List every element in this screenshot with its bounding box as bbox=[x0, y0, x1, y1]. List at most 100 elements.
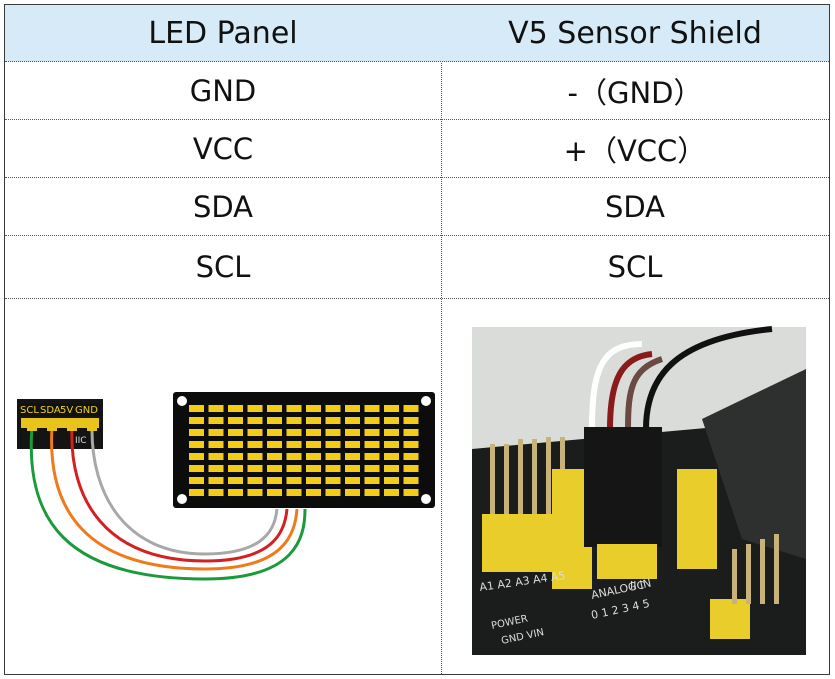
led-dot bbox=[325, 429, 341, 436]
led-dot bbox=[228, 417, 243, 424]
led-dot bbox=[208, 453, 224, 460]
led-dot bbox=[345, 465, 360, 472]
led-dot bbox=[189, 465, 204, 472]
led-dot bbox=[189, 405, 204, 412]
led-dot bbox=[189, 453, 204, 460]
wire-grey bbox=[90, 426, 279, 556]
led-dot bbox=[325, 489, 341, 496]
sensor-shield-photo: A1 A2 A3 A4 A5 IIC ANALOG IN 0 1 2 3 4 5… bbox=[472, 326, 806, 655]
led-dot bbox=[189, 417, 204, 424]
header-tag-iic: IIC bbox=[75, 436, 87, 446]
pin-label-gnd: GND bbox=[75, 405, 98, 416]
led-dot bbox=[267, 441, 282, 448]
led-dot bbox=[228, 405, 243, 412]
led-dot bbox=[345, 429, 360, 436]
led-dot bbox=[208, 405, 224, 412]
led-dot bbox=[286, 429, 302, 436]
led-dot bbox=[384, 429, 399, 436]
led-dot bbox=[306, 441, 321, 448]
led-dot bbox=[208, 417, 224, 424]
column-divider bbox=[441, 5, 442, 674]
led-dot bbox=[267, 465, 282, 472]
led-dot bbox=[228, 477, 243, 484]
silk-label-iic: IIC bbox=[630, 579, 644, 592]
led-dot bbox=[228, 429, 243, 436]
led-dot bbox=[189, 441, 204, 448]
led-dot bbox=[286, 453, 302, 460]
led-dot bbox=[208, 477, 224, 484]
led-dot bbox=[189, 489, 204, 496]
led-dot bbox=[247, 417, 263, 424]
led-dot bbox=[345, 441, 360, 448]
led-dot bbox=[325, 477, 341, 484]
led-matrix-panel bbox=[173, 392, 435, 508]
led-dot bbox=[364, 417, 380, 424]
led-dot bbox=[364, 465, 380, 472]
led-dot bbox=[306, 465, 321, 472]
led-dot bbox=[247, 477, 263, 484]
led-dot bbox=[384, 489, 399, 496]
led-dot bbox=[208, 465, 224, 472]
led-dot bbox=[228, 453, 243, 460]
led-dot bbox=[286, 417, 302, 424]
led-dot bbox=[267, 417, 282, 424]
led-pin-scl: SCL bbox=[195, 250, 251, 284]
wiring-table: LED Panel V5 Sensor Shield GND -（GND） VC… bbox=[4, 4, 830, 675]
led-dot bbox=[364, 453, 380, 460]
led-dot bbox=[306, 429, 321, 436]
led-dot bbox=[384, 477, 399, 484]
led-dot bbox=[247, 405, 263, 412]
led-dot bbox=[384, 405, 399, 412]
wire-orange bbox=[50, 426, 299, 571]
led-dot bbox=[189, 477, 204, 484]
shield-pin-vcc: +（VCC） bbox=[563, 133, 707, 168]
led-dot bbox=[228, 465, 243, 472]
pin-label-5v: 5V bbox=[60, 405, 73, 416]
led-dot bbox=[364, 477, 380, 484]
table-row: SDA SDA bbox=[5, 178, 829, 236]
led-dot bbox=[384, 465, 399, 472]
led-dot bbox=[364, 441, 380, 448]
led-dot bbox=[345, 453, 360, 460]
led-dot bbox=[306, 453, 321, 460]
pin-label-sda: SDA bbox=[40, 405, 61, 416]
led-dot bbox=[286, 489, 302, 496]
led-dot bbox=[267, 477, 282, 484]
led-dot bbox=[325, 453, 341, 460]
image-row: SCL SDA 5V GND IIC bbox=[5, 299, 829, 674]
table-row: GND -（GND） bbox=[5, 62, 829, 120]
led-dot bbox=[247, 429, 263, 436]
led-dot bbox=[384, 453, 399, 460]
table-header-row: LED Panel V5 Sensor Shield bbox=[5, 5, 829, 62]
led-dot bbox=[208, 489, 224, 496]
table-row: SCL SCL bbox=[5, 236, 829, 299]
led-dot bbox=[345, 417, 360, 424]
shield-pin-scl: SCL bbox=[607, 250, 663, 284]
led-dot bbox=[306, 489, 321, 496]
led-dot bbox=[364, 405, 380, 412]
led-dot bbox=[325, 417, 341, 424]
table-row: VCC +（VCC） bbox=[5, 120, 829, 178]
wire-red bbox=[70, 426, 289, 563]
header-led-panel: LED Panel bbox=[148, 15, 298, 51]
led-dot bbox=[306, 405, 321, 412]
led-dot bbox=[345, 477, 360, 484]
led-dot bbox=[208, 429, 224, 436]
led-dot bbox=[325, 441, 341, 448]
led-dot bbox=[267, 453, 282, 460]
led-dot bbox=[403, 477, 419, 484]
led-dot bbox=[247, 441, 263, 448]
led-pin-vcc: VCC bbox=[192, 131, 254, 166]
led-dot bbox=[364, 489, 380, 496]
shield-pin-gnd: -（GND） bbox=[567, 75, 703, 110]
led-dot bbox=[403, 441, 419, 448]
led-dot bbox=[228, 441, 243, 448]
led-dot bbox=[267, 489, 282, 496]
led-dot bbox=[286, 465, 302, 472]
led-dot bbox=[247, 489, 263, 496]
led-dot bbox=[267, 429, 282, 436]
led-pin-gnd: GND bbox=[189, 73, 257, 108]
led-dot bbox=[286, 441, 302, 448]
pin-label-scl: SCL bbox=[20, 405, 39, 416]
dupont-connector bbox=[584, 427, 662, 547]
